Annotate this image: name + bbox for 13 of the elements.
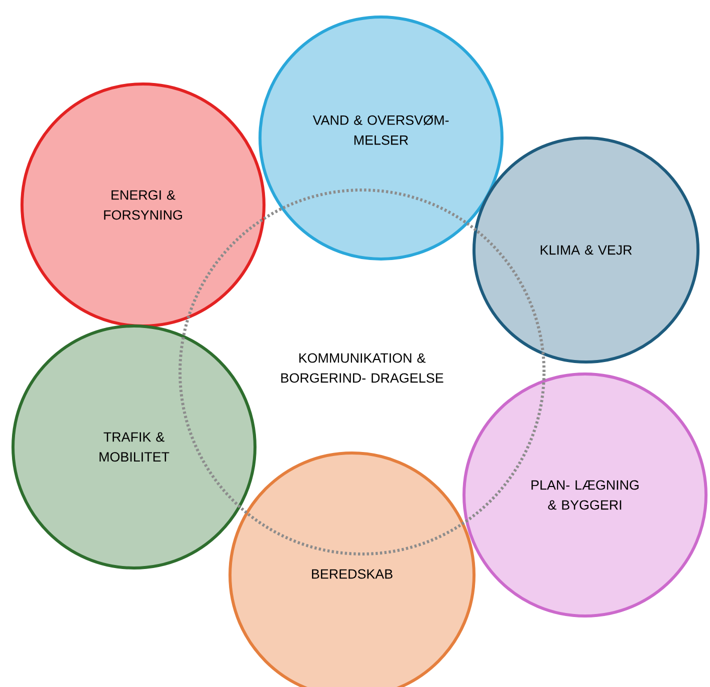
circle-label: KOMMUNIKATION & BORGERIND- DRAGELSE	[281, 353, 444, 383]
circle-label: VAND & OVERSVØM- MELSER	[312, 115, 449, 145]
topic-circle	[20, 82, 266, 328]
circle-label: TRAFIK & MOBILITET	[100, 432, 170, 462]
topic-circle	[228, 452, 476, 687]
circle-label: BEREDSKAB	[312, 569, 392, 579]
topic-circle	[462, 372, 708, 618]
topic-circle	[472, 136, 700, 364]
topic-circle	[258, 16, 504, 260]
circle-label: ENERGI & FORSYNING	[104, 190, 182, 220]
circle-label: PLAN- LÆGNING & BYGGERI	[532, 480, 639, 510]
circle-label: KLIMA & VEJR	[540, 245, 632, 255]
topic-circle	[12, 324, 256, 570]
